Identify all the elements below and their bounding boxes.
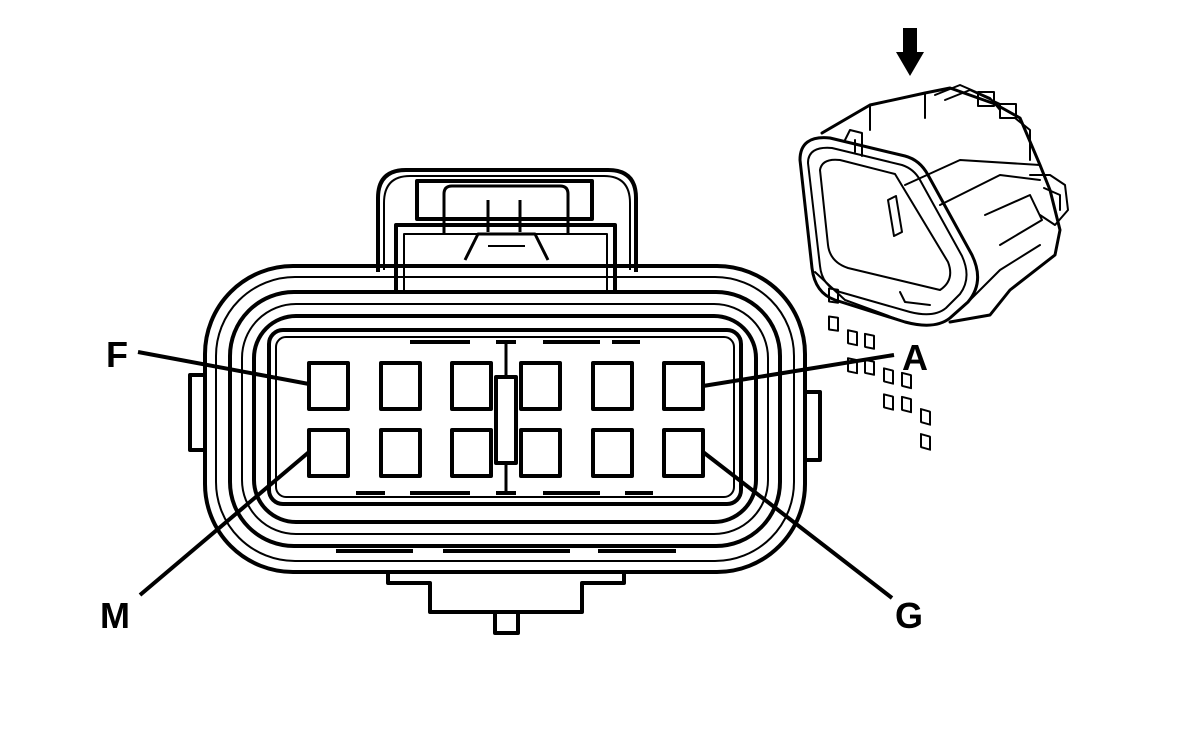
- seal-ring-inner: [252, 314, 758, 524]
- cavity-l: [379, 428, 422, 478]
- seal-ring-mid: [241, 303, 769, 535]
- cavity-k: [450, 428, 493, 478]
- pin-label-g: G: [895, 595, 923, 636]
- leader-line-a: [702, 353, 895, 388]
- cavity-e: [379, 361, 422, 411]
- down-arrow-icon: [896, 28, 924, 76]
- bottom-pin: [493, 612, 520, 635]
- left-rib: [188, 373, 205, 452]
- cavity-j: [519, 428, 562, 478]
- bottom-key: [386, 570, 626, 614]
- housing-inner: [215, 276, 795, 562]
- leader-line-f: [137, 350, 310, 386]
- leader-line-m: [138, 450, 311, 597]
- cavity-f: [307, 361, 350, 411]
- inset-connector-view: [798, 28, 1069, 451]
- pin-label-f: F: [106, 334, 128, 375]
- cavity-c: [519, 361, 562, 411]
- connector-face: [137, 168, 895, 635]
- pin-label-a: A: [902, 337, 928, 378]
- leader-line-g: [701, 450, 894, 600]
- housing-outer: [203, 264, 807, 574]
- cavity-d: [450, 361, 493, 411]
- cavity-h: [591, 428, 634, 478]
- pin-label-m: M: [100, 595, 130, 636]
- cavity-b: [591, 361, 634, 411]
- seal-ring-outer: [228, 290, 782, 548]
- cavity-field: [267, 328, 743, 506]
- right-rib: [805, 390, 822, 462]
